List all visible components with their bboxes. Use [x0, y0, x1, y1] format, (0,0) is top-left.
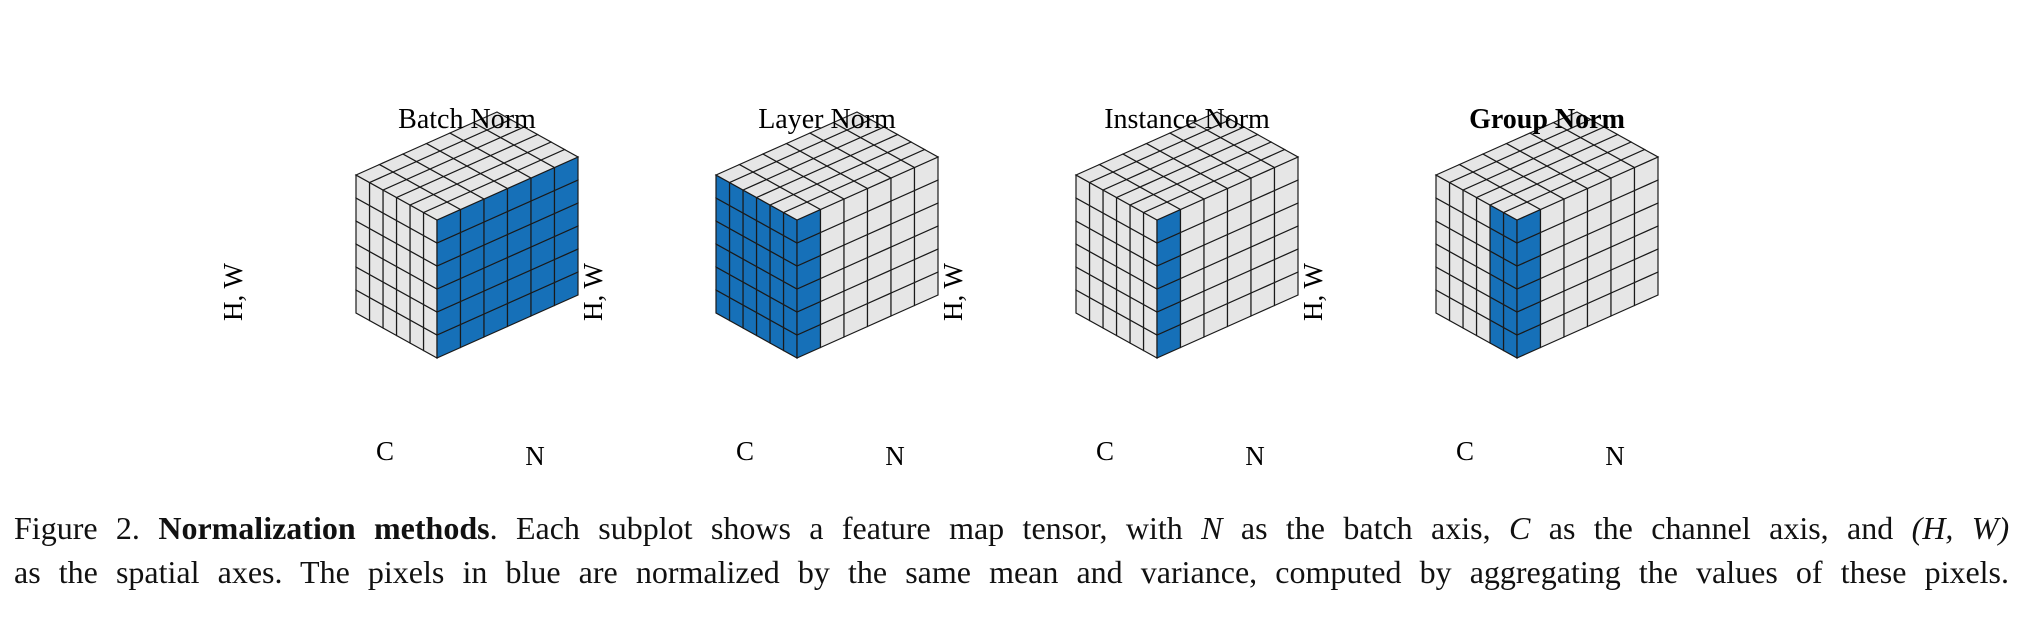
panel-title: Instance Norm — [1104, 104, 1270, 135]
caption-symbol-hw: (H, W) — [1911, 510, 2010, 546]
caption-symbol-n: N — [1201, 510, 1223, 546]
axis-label-c: C — [736, 436, 754, 466]
caption-text-c: as the channel axis, and — [1548, 510, 1894, 546]
caption-text-a: . Each subplot shows a feature map tenso… — [489, 510, 1183, 546]
panel-title: Layer Norm — [758, 104, 896, 135]
caption-text-b: as the batch axis, — [1240, 510, 1491, 546]
cube-cell — [1552, 111, 1592, 131]
axis-label-hw: H, W — [578, 262, 608, 321]
axis-label-n: N — [1605, 441, 1625, 471]
cube-cell — [1192, 111, 1232, 131]
panel-group-norm: Group Norm H, W C N — [1298, 104, 1660, 471]
caption-line-2: as the spatial axes. The pixels in blue … — [14, 554, 2009, 590]
panel-layer-norm: Layer Norm H, W C N — [578, 104, 940, 471]
cube-cell — [832, 111, 872, 131]
axis-label-hw: H, W — [938, 262, 968, 321]
caption-lead: Normalization methods — [158, 510, 490, 546]
axis-label-c: C — [1096, 436, 1114, 466]
axis-label-n: N — [885, 441, 905, 471]
axis-label-hw: H, W — [1298, 262, 1328, 321]
axis-label-c: C — [376, 436, 394, 466]
caption-prefix: Figure 2. — [14, 510, 140, 546]
caption-line-1: Figure 2. Normalization methods. Each su… — [14, 506, 2009, 550]
panel-instance-norm: Instance Norm H, W C N — [938, 104, 1300, 471]
axis-label-hw: H, W — [218, 262, 248, 321]
cube-cell — [472, 111, 512, 131]
axis-label-n: N — [1245, 441, 1265, 471]
panel-title: Batch Norm — [398, 104, 536, 135]
panel-title: Group Norm — [1469, 104, 1625, 135]
caption-symbol-c: C — [1509, 510, 1531, 546]
axis-label-n: N — [525, 441, 545, 471]
axis-label-c: C — [1456, 436, 1474, 466]
figure-caption: Figure 2. Normalization methods. Each su… — [14, 506, 2009, 594]
panel-batch-norm: Batch Norm H, W C N — [218, 104, 580, 471]
